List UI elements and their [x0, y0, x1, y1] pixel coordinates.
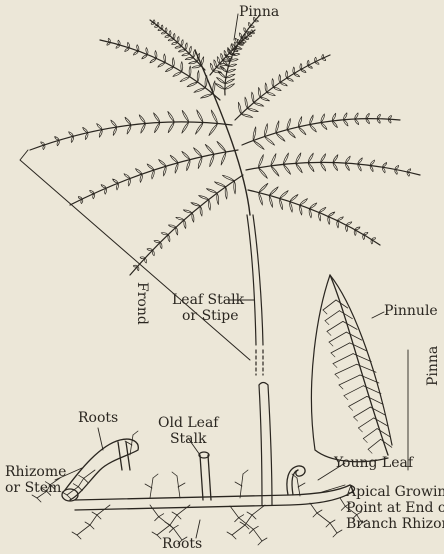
label-pinnule: Pinnule	[384, 303, 438, 319]
label-apical-point: Apical Growing Point at End of Branch Rh…	[346, 484, 444, 532]
label-rhizome-line-1: Rhizome	[5, 464, 66, 480]
label-apical-line-3: Branch Rhizome	[346, 516, 444, 532]
roots	[32, 431, 367, 545]
frond-bracket	[20, 150, 250, 360]
frond-pinnae	[30, 15, 420, 275]
label-leaf-stalk-line-2: or Stipe	[172, 308, 244, 324]
label-rhizome: Rhizome or Stem	[5, 464, 66, 496]
label-old-leaf-stalk: Old Leaf Stalk	[158, 415, 218, 447]
label-old-leaf-stalk-line-2: Stalk	[158, 431, 218, 447]
rhizome	[62, 439, 355, 510]
label-apical-line-2: Point at End of	[346, 500, 444, 516]
label-pinna-top: Pinna	[239, 4, 279, 20]
label-leaf-stalk-line-1: Leaf Stalk	[172, 292, 244, 308]
frond-rachis	[195, 50, 250, 215]
label-young-leaf: Young Leaf	[334, 455, 413, 471]
stipe	[247, 215, 272, 505]
label-frond: Frond	[134, 282, 150, 325]
detached-pinna	[311, 275, 392, 462]
label-roots-bottom: Roots	[162, 536, 202, 552]
label-apical-line-1: Apical Growing	[346, 484, 444, 500]
label-leaf-stalk: Leaf Stalk or Stipe	[172, 292, 244, 324]
label-roots-left: Roots	[78, 410, 118, 426]
label-rhizome-line-2: or Stem	[5, 480, 66, 496]
label-pinna-side: Pinna	[425, 346, 441, 386]
label-old-leaf-stalk-line-1: Old Leaf	[158, 415, 218, 431]
